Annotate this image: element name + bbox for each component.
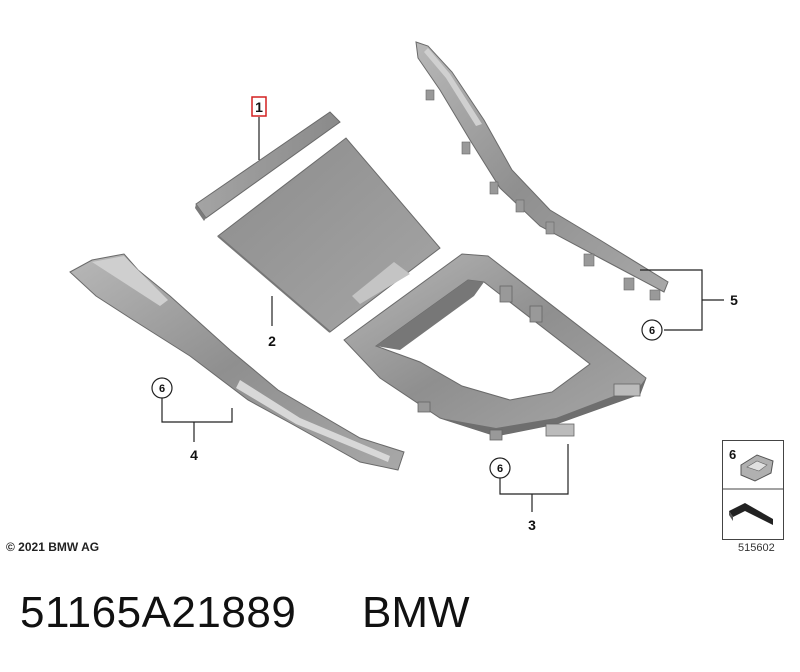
callout-4-label: 4: [190, 447, 198, 463]
part-3-shifter-surround[interactable]: [343, 253, 647, 441]
part-1-trim-strip[interactable]: [195, 111, 341, 221]
callout-4[interactable]: 6 4: [151, 377, 233, 463]
part-2-cover-panel[interactable]: [217, 137, 441, 333]
callout-1-label: 1: [255, 99, 263, 115]
part-5-long-trim[interactable]: [415, 41, 669, 301]
brand-name: BMW: [362, 588, 470, 637]
callout-1[interactable]: 1: [251, 96, 267, 160]
callout-2[interactable]: 2: [268, 296, 276, 349]
envelope-symbol-icon: [729, 503, 773, 525]
diagram-id: 515602: [738, 542, 775, 554]
part-4-side-trim[interactable]: [69, 253, 405, 471]
callout-5-label: 5: [730, 292, 738, 308]
part-number: 51165A21889: [20, 588, 297, 637]
clip-6-left-label: 6: [159, 383, 165, 395]
callout-2-label: 2: [268, 333, 276, 349]
clip-icon: [740, 454, 774, 482]
clip-6-center-label: 6: [497, 463, 503, 475]
legend-box: 6: [722, 440, 784, 540]
callout-3[interactable]: 6 3: [489, 444, 569, 533]
clip-6-right-label: 6: [649, 325, 655, 337]
callout-3-label: 3: [528, 517, 536, 533]
legend-graphic: 6: [723, 447, 783, 525]
legend-clip-label: 6: [729, 447, 736, 462]
copyright-notice: © 2021 BMW AG: [6, 540, 100, 554]
callout-5[interactable]: 6 5: [640, 269, 738, 341]
